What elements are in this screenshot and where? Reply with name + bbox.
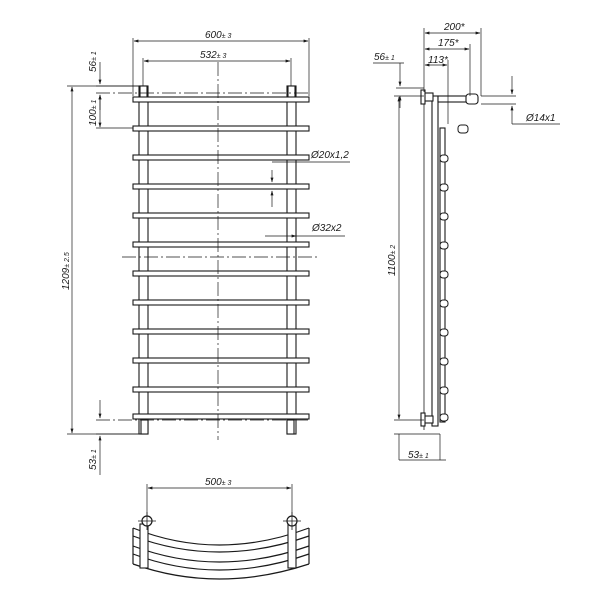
side-knob: [439, 386, 449, 395]
left-riser: [138, 85, 149, 435]
pitch-label: 100± 1: [88, 100, 99, 126]
rung: [132, 357, 310, 364]
top-right-mount: [287, 85, 296, 99]
bottom-right-mount: [286, 419, 295, 435]
top-offset-label: 56± 1: [88, 51, 99, 72]
side-knob: [439, 413, 449, 422]
bottom-left-mount: [140, 419, 149, 435]
rung: [132, 299, 310, 306]
top-view-right-bolt: [283, 512, 301, 530]
side-knob: [439, 357, 449, 366]
top-view-left-post: [139, 523, 149, 569]
mount-pin-label: Ø14x1: [525, 113, 555, 124]
side-knob: [439, 299, 449, 308]
side-knob: [439, 212, 449, 221]
rung-pipe-label: Ø20x1,2: [310, 150, 349, 161]
top-view-left-bolt: [138, 512, 156, 530]
side-height-label: 1100± 2: [387, 245, 398, 276]
rung: [132, 212, 310, 219]
top-curve-3: [132, 553, 310, 571]
front-view: 600± 3 532± 3 56± 1 100± 1 1209± 2.5: [61, 30, 350, 475]
top-view-right-post: [287, 523, 297, 569]
overall-height-label: 1209± 2.5: [61, 252, 72, 290]
side-rung-knobs: [439, 124, 469, 422]
side-knob: [439, 183, 449, 192]
rung: [132, 386, 310, 393]
bottom-bracket-flange: [420, 412, 426, 427]
mount-width-label: 532± 3: [200, 50, 226, 61]
top-left-mount: [139, 85, 148, 99]
rung: [132, 154, 310, 161]
rung: [132, 125, 310, 132]
rung: [132, 96, 310, 103]
side-bottom-offset-label: 53± 1: [408, 450, 429, 461]
side-knob: [439, 241, 449, 250]
top-curve-1: [132, 535, 310, 553]
side-knob: [439, 154, 449, 163]
rungs: [132, 96, 310, 420]
side-depth-wall-label: 113*: [428, 55, 449, 66]
side-knob: [439, 270, 449, 279]
bottom-offset-label: 53± 1: [88, 449, 99, 470]
right-riser: [286, 85, 297, 435]
rung: [132, 328, 310, 335]
side-view: 200* 175* 113* 56± 1 Ø14x1 1100± 2: [373, 22, 560, 461]
side-top-offset-label: 56± 1: [374, 52, 395, 63]
top-curve-outer: [132, 563, 310, 580]
rung: [132, 241, 310, 248]
side-depth-mid-label: 175*: [438, 38, 460, 49]
side-knob: [439, 328, 449, 337]
top-curve-inner: [132, 527, 310, 546]
rung: [132, 270, 310, 277]
top-bracket-flange: [420, 89, 426, 105]
top-view-width-label: 500± 3: [205, 477, 231, 488]
overall-width-label: 600± 3: [205, 30, 231, 41]
side-depth-total-label: 200*: [443, 22, 466, 33]
riser-pipe-label: Ø32x2: [311, 223, 342, 234]
side-riser: [431, 95, 439, 427]
top-curve-2: [132, 545, 310, 563]
top-view: 500± 3: [132, 477, 310, 580]
top-mount-pin-cap: [465, 93, 479, 105]
rung: [132, 413, 310, 420]
rung: [132, 183, 310, 190]
side-knob: [457, 124, 469, 134]
